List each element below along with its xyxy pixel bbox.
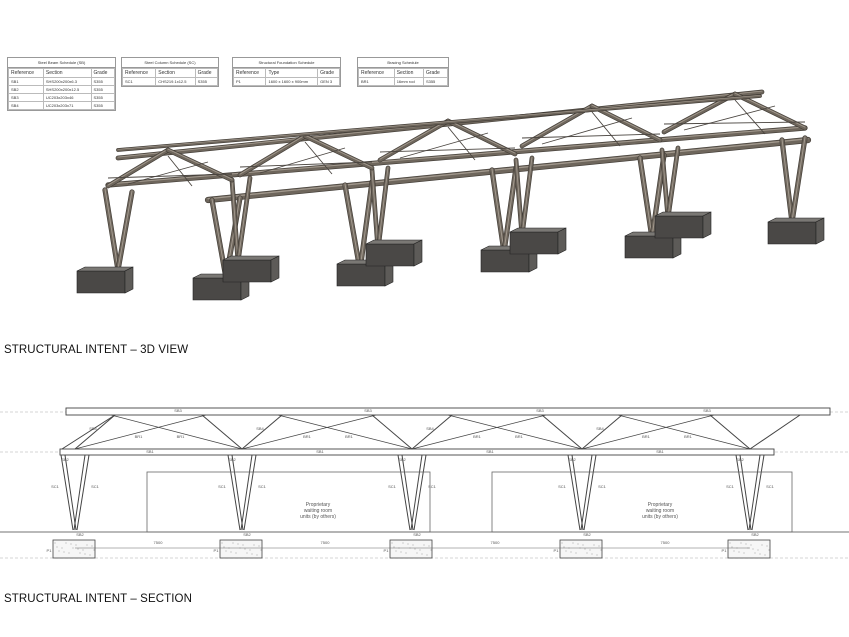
- bracing-rod: [259, 147, 346, 174]
- pad-foundation: [767, 221, 817, 245]
- schedule-title: Structural Foundation Schedule: [233, 58, 340, 68]
- bracing-rod: [399, 132, 489, 159]
- cell: GEN 3: [317, 77, 340, 86]
- schedule-table: Reference Section Grade SB1 SHS200x200x6…: [8, 68, 115, 110]
- pad-foundation: [76, 270, 126, 294]
- steel-beam-schedule: Steel Beam Schedule (SB) Reference Secti…: [7, 57, 116, 111]
- v-column: [237, 176, 251, 262]
- v-column: [667, 146, 679, 218]
- purlin: [116, 94, 762, 152]
- pad-foundation: [654, 211, 712, 217]
- cell: S355: [194, 77, 219, 86]
- schedule-table: Reference Type Grade P1 1600 x 1600 x 90…: [232, 68, 340, 86]
- truss-rafter: [107, 148, 169, 186]
- pad-foundation: [815, 217, 825, 245]
- bracing-rod: [447, 126, 476, 161]
- truss-rafter: [239, 134, 306, 175]
- bracing-rod: [521, 133, 661, 139]
- v-column: [359, 180, 373, 270]
- pad-foundation: [413, 239, 423, 267]
- bracing-rod: [239, 161, 373, 168]
- table-row: P1 1600 x 1600 x 900mm GEN 3: [232, 77, 340, 86]
- schedule-title: Bracing Schedule: [358, 58, 448, 68]
- v-column: [791, 136, 806, 222]
- v-column: [661, 148, 669, 218]
- truss-rafter: [379, 119, 449, 160]
- pad-foundation: [624, 235, 674, 259]
- schedule-table: Reference Section Grade SC1 CHS219.1x12.…: [121, 68, 219, 86]
- pad-foundation: [365, 239, 423, 245]
- pad-foundation: [557, 227, 567, 255]
- bracing-rod: [734, 99, 766, 135]
- schedule-title: Steel Beam Schedule (SB): [8, 58, 115, 68]
- v-column: [491, 168, 505, 252]
- v-column: [515, 158, 523, 236]
- v-column: [781, 138, 793, 222]
- front-beam: [205, 137, 811, 203]
- bracing-rod: [591, 111, 621, 147]
- pad-foundation: [336, 263, 386, 287]
- schedule-title: Steel Column Schedule (SC): [122, 58, 218, 68]
- pad-foundation: [222, 259, 272, 283]
- foundation-schedule: Structural Foundation Schedule Reference…: [232, 57, 341, 87]
- pad-foundation: [76, 266, 134, 272]
- pad-foundation: [270, 255, 280, 283]
- pad-foundation: [365, 243, 415, 267]
- pad-foundation: [509, 227, 567, 233]
- v-column: [639, 156, 653, 238]
- pad-foundation: [702, 211, 712, 239]
- bracing-rod: [663, 121, 806, 125]
- truss-rafter: [378, 119, 450, 162]
- v-column: [117, 190, 133, 270]
- front-beam: [207, 138, 809, 200]
- cell: 16mm rod: [393, 77, 424, 86]
- table-row: SB4 UC203x203x71 S355: [8, 101, 115, 110]
- truss-rafter: [106, 148, 170, 188]
- truss-rafter: [166, 148, 234, 182]
- table-row: BR1 16mm rod S355: [358, 77, 449, 86]
- table-row: SB3 UC203x203x46 S355: [8, 93, 115, 102]
- bracing-rod: [541, 117, 633, 145]
- cell: S355: [422, 77, 449, 86]
- bracing-schedule: Bracing Schedule Reference Section Grade…: [357, 57, 449, 87]
- cell: P1: [232, 77, 267, 86]
- bracing-rod: [127, 161, 209, 185]
- v-column: [503, 166, 517, 252]
- cell: S355: [90, 101, 115, 110]
- v-column: [344, 183, 361, 270]
- caption-3d-view: STRUCTURAL INTENT – 3D VIEW: [4, 344, 189, 356]
- pad-foundation: [654, 215, 704, 239]
- schedule-table: Reference Section Grade BR1 16mm rod S35…: [358, 68, 449, 86]
- cell: SB4: [8, 101, 44, 110]
- caption-section: STRUCTURAL INTENT – SECTION: [4, 593, 192, 605]
- truss-rafter: [238, 134, 307, 177]
- bracing-rod: [683, 105, 776, 131]
- pad-foundation: [767, 217, 825, 223]
- v-column: [377, 166, 389, 250]
- v-column: [371, 168, 379, 250]
- bracing-rod: [107, 173, 233, 179]
- structure-3d-geometry: [76, 89, 825, 301]
- v-column: [231, 178, 239, 262]
- pad-foundation: [222, 255, 280, 261]
- table-row: SC1 CHS219.1x12.5 S355: [121, 77, 219, 86]
- v-column: [104, 188, 119, 270]
- truss-rafter: [304, 134, 373, 168]
- bracing-rod: [167, 155, 193, 187]
- purlin: [117, 95, 761, 150]
- v-column: [521, 156, 533, 236]
- bracing-rod: [379, 147, 516, 153]
- pad-foundation: [124, 266, 134, 294]
- steel-column-schedule: Steel Column Schedule (SC) Reference Sec…: [121, 57, 219, 87]
- truss-rafter: [447, 119, 516, 154]
- pad-foundation: [509, 231, 559, 255]
- bracing-rod: [304, 141, 333, 175]
- cell: UC203x203x71: [42, 101, 92, 110]
